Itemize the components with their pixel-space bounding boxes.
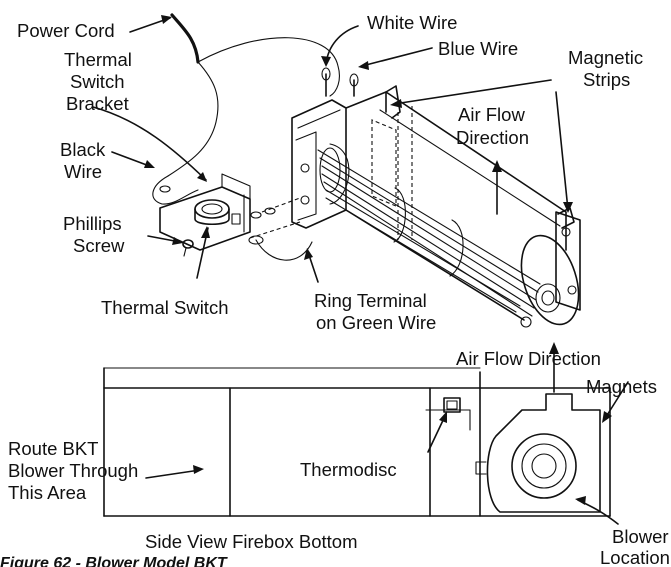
loose-terminals — [248, 197, 301, 245]
label-air-flow-direction-bottom: Air Flow Direction — [456, 348, 601, 369]
label-route-bkt-line3: This Area — [8, 482, 87, 503]
label-route-bkt-line2: Blower Through — [8, 460, 139, 481]
label-thermal-switch-bracket-line2: Switch — [70, 71, 125, 92]
label-phillips-screw-line2: Screw — [73, 235, 125, 256]
label-black-wire-line1: Black — [60, 139, 106, 160]
label-magnetic-strips-line1: Magnetic — [568, 47, 644, 68]
firebox-side-view — [103, 367, 611, 517]
hidden-outline — [371, 119, 397, 207]
power-cord — [129, 13, 340, 177]
label-magnets: Magnets — [586, 376, 657, 397]
thermal-switch-part — [194, 199, 241, 279]
label-phillips-screw-line1: Phillips — [63, 213, 122, 234]
label-blue-wire: Blue Wire — [438, 38, 519, 59]
label-air-flow-direction-top-line1: Air Flow — [458, 104, 525, 125]
label-magnetic-strips-line2: Strips — [583, 69, 631, 90]
label-blower-location-line2: Location — [600, 547, 670, 567]
label-side-view: Side View Firebox Bottom — [145, 531, 358, 552]
blower-assembly — [291, 67, 581, 328]
label-thermal-switch: Thermal Switch — [101, 297, 229, 318]
label-thermal-switch-bracket-line1: Thermal — [64, 49, 132, 70]
black-wire — [111, 151, 199, 205]
label-thermodisc: Thermodisc — [300, 459, 397, 480]
label-white-wire: White Wire — [367, 12, 458, 33]
label-black-wire-line2: Wire — [64, 161, 103, 182]
label-route-bkt-line1: Route BKT — [8, 438, 99, 459]
label-power-cord: Power Cord — [17, 20, 115, 41]
label-blower-location-line1: Blower — [612, 526, 669, 547]
figure-caption: Figure 62 - Blower Model BKT — [0, 555, 227, 567]
label-air-flow-direction-top-line2: Direction — [456, 127, 529, 148]
label-ring-terminal-line1: Ring Terminal — [314, 290, 427, 311]
thermal-switch-bracket — [92, 106, 251, 251]
label-ring-terminal-line2: on Green Wire — [316, 312, 437, 333]
blower-side-view — [475, 342, 629, 525]
label-thermal-switch-bracket-line3: Bracket — [66, 93, 129, 114]
phillips-screw — [147, 235, 194, 257]
top-leaders — [255, 25, 573, 283]
